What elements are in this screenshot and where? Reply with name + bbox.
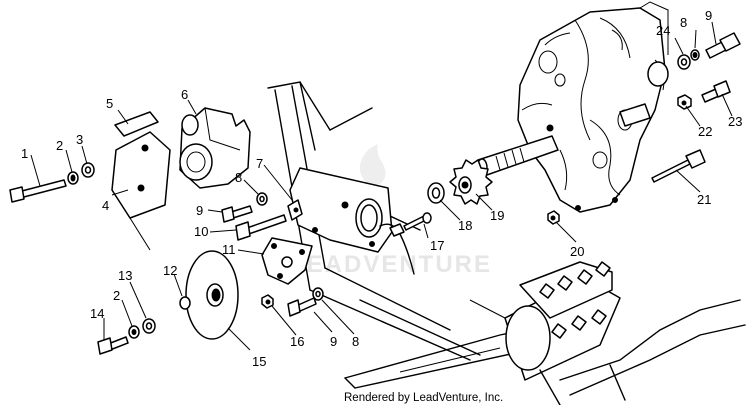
lower-left-fasteners <box>97 318 156 355</box>
callout-9: 9 <box>196 203 203 218</box>
callout-21: 21 <box>697 192 711 207</box>
drive-motor-block <box>179 107 251 189</box>
chain-guide-clip <box>389 223 405 237</box>
callout-3: 3 <box>76 132 83 147</box>
upper-left-fasteners <box>9 162 95 203</box>
callout-2-lower: 2 <box>113 288 120 303</box>
bolt <box>403 212 432 231</box>
callout-labels: 1 2 3 4 5 6 7 8 9 10 11 12 13 14 15 16 1… <box>21 8 742 369</box>
callout-18: 18 <box>458 218 472 233</box>
spacer <box>114 111 159 137</box>
drive-sprocket <box>449 159 493 205</box>
callout-24: 24 <box>656 23 670 38</box>
callout-8-lower: 8 <box>352 334 359 349</box>
frame-rails <box>267 81 481 361</box>
callout-19: 19 <box>490 208 504 223</box>
callout-9-right: 9 <box>705 8 712 23</box>
callout-9-lower: 9 <box>330 334 337 349</box>
drive-pulley <box>185 250 239 340</box>
mount-plate <box>111 131 171 251</box>
callout-5: 5 <box>106 96 113 111</box>
watermark: LEADVENTURE <box>290 144 492 278</box>
washer <box>427 182 445 204</box>
callout-4: 4 <box>102 198 109 213</box>
idler-plate <box>261 237 313 285</box>
callout-16: 16 <box>290 334 304 349</box>
callout-8-right: 8 <box>680 15 687 30</box>
callout-6: 6 <box>181 87 188 102</box>
callout-8: 8 <box>235 170 242 185</box>
callout-12: 12 <box>163 263 177 278</box>
callout-2: 2 <box>56 138 63 153</box>
callout-13: 13 <box>118 268 132 283</box>
callout-10: 10 <box>194 224 208 239</box>
mounting-bracket <box>289 167 393 253</box>
lower-drive-assembly <box>344 261 746 406</box>
leader-lines <box>30 21 733 351</box>
transmission-housing <box>517 1 669 213</box>
callout-7: 7 <box>256 156 263 171</box>
callout-15: 15 <box>252 354 266 369</box>
watermark-text: LEADVENTURE <box>290 251 492 278</box>
callout-1: 1 <box>21 146 28 161</box>
right-fasteners <box>547 32 741 225</box>
callout-11: 11 <box>222 242 236 257</box>
retaining-ring <box>179 296 191 310</box>
callout-14: 14 <box>90 306 104 321</box>
callout-20: 20 <box>570 244 584 259</box>
callout-23: 23 <box>728 114 742 129</box>
callout-17: 17 <box>430 238 444 253</box>
lower-center-fasteners <box>261 287 324 317</box>
center-fasteners <box>221 192 303 241</box>
callout-22: 22 <box>698 124 712 139</box>
credit-caption: Rendered by LeadVenture, Inc. <box>344 392 503 404</box>
